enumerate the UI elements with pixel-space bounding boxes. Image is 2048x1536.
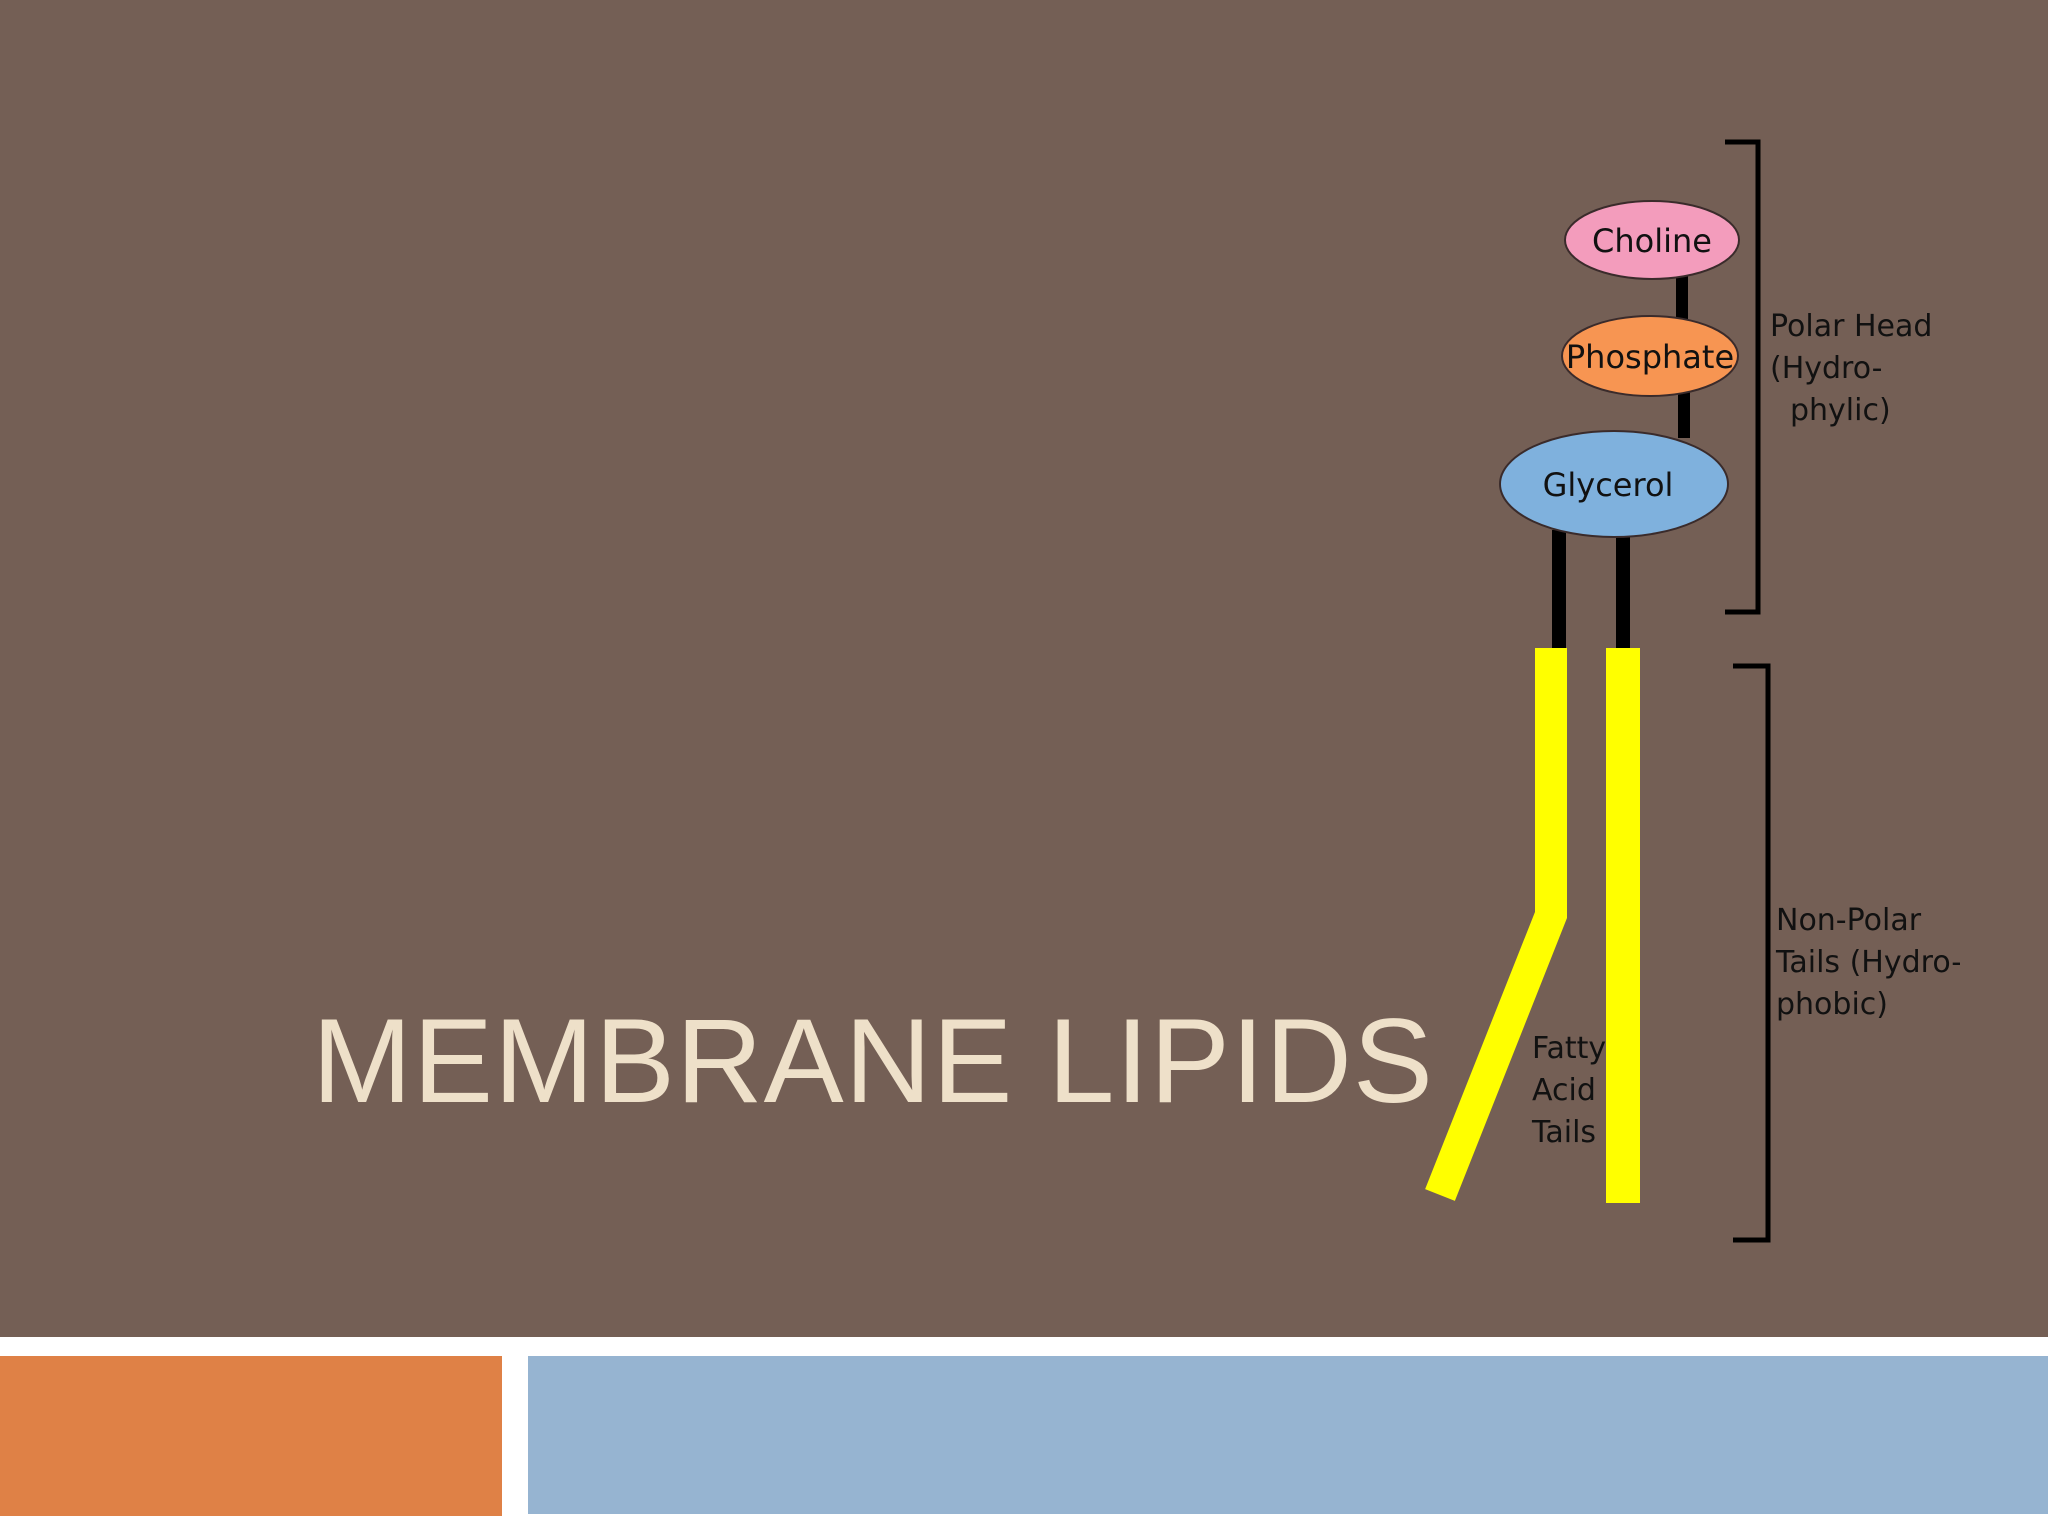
phospholipid-diagram: Choline Phosphate Glycerol Polar Head (H… <box>1425 139 1960 1243</box>
non-polar-tails-label: Non-Polar Tails (Hydro- phobic) <box>1775 903 1960 1022</box>
choline-group: Choline <box>1564 200 1740 280</box>
choline-oval <box>1564 200 1740 280</box>
glycerol-label: Glycerol <box>1543 466 1674 504</box>
phosphate-glycerol-connector <box>1678 382 1690 438</box>
glycerol-left-tail-connector <box>1552 530 1566 648</box>
glycerol-oval <box>1499 430 1729 538</box>
fatty-acid-tail-kinked <box>1425 648 1567 1201</box>
glycerol-group: Glycerol <box>1499 430 1729 538</box>
slide-title: MEMBRANE LIPIDS <box>312 994 1434 1128</box>
choline-phosphate-connector <box>1676 270 1688 320</box>
choline-label: Choline <box>1592 222 1712 260</box>
footer-accent-blue <box>528 1356 2048 1514</box>
glycerol-right-tail-connector <box>1616 530 1630 648</box>
footer-accent-orange <box>0 1356 502 1516</box>
phosphate-oval <box>1561 315 1739 397</box>
fatty-acid-tails-label: Fatty Acid Tails <box>1531 1031 1616 1150</box>
fatty-acid-tail-straight <box>1606 648 1640 1203</box>
polar-head-bracket <box>1725 139 1761 615</box>
phosphate-label: Phosphate <box>1566 338 1734 376</box>
phosphate-group: Phosphate <box>1561 315 1739 397</box>
polar-head-label: Polar Head (Hydro- phylic) <box>1770 309 1942 428</box>
non-polar-tails-bracket <box>1733 663 1771 1243</box>
